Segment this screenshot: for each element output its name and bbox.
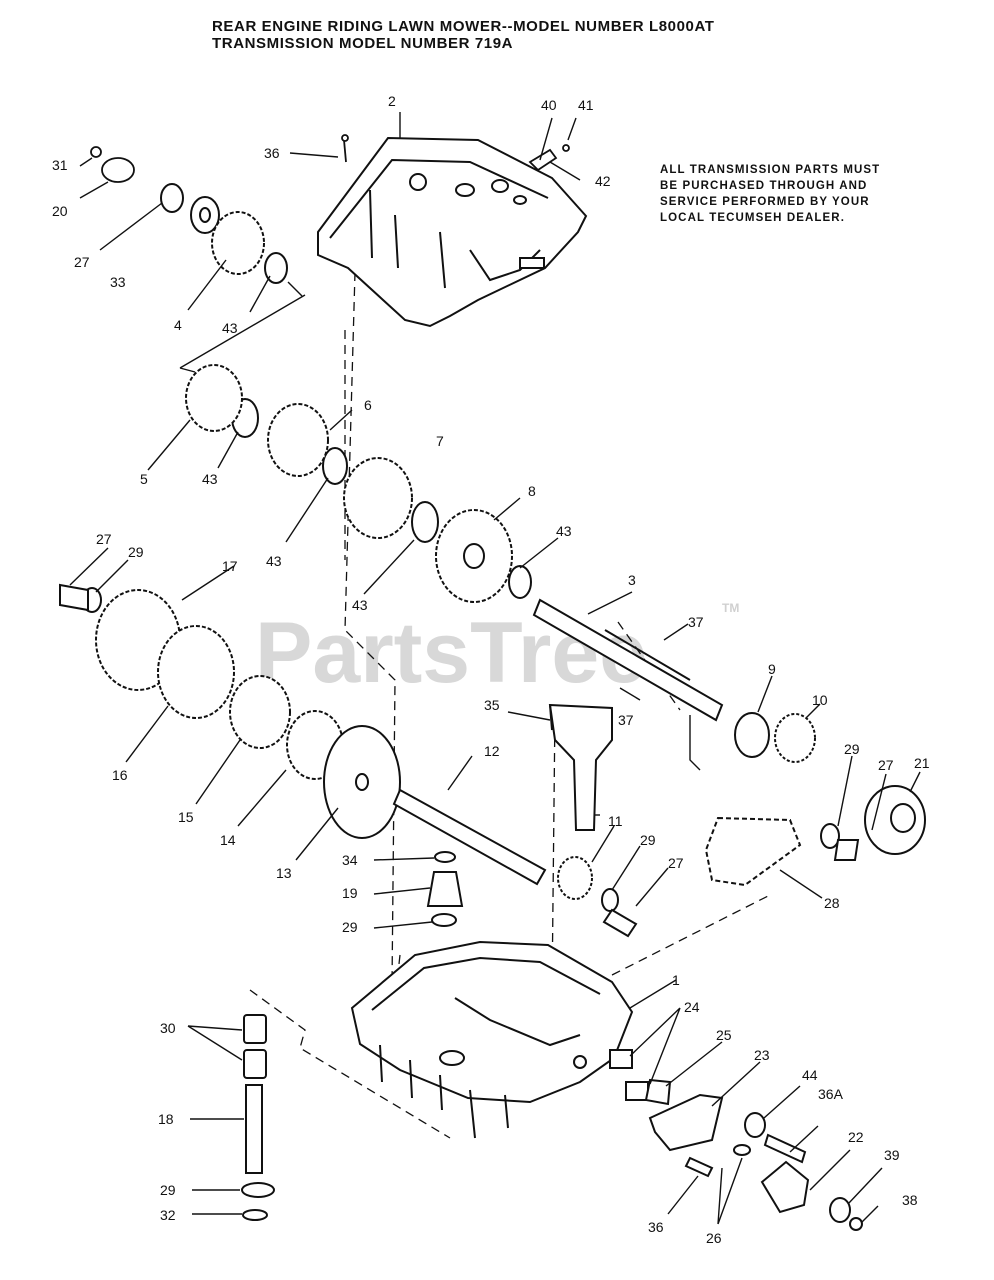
callout-27-right: 27 xyxy=(878,757,894,773)
callout-14: 14 xyxy=(220,832,236,848)
part-transmission-case xyxy=(350,940,634,1139)
note-line-4: LOCAL TECUMSEH DEALER. xyxy=(660,212,845,224)
callout-39: 39 xyxy=(884,1147,900,1163)
callout-43-b: 43 xyxy=(202,471,218,487)
callout-31: 31 xyxy=(52,157,68,173)
callout-13: 13 xyxy=(276,865,292,881)
part-lower-hardware xyxy=(243,1014,810,1214)
callout-36-top: 36 xyxy=(264,145,280,161)
callout-2: 2 xyxy=(388,93,396,109)
note-line-1: ALL TRANSMISSION PARTS MUST xyxy=(660,164,881,176)
callout-11: 11 xyxy=(608,813,623,829)
part-gears xyxy=(95,211,816,900)
callout-17: 17 xyxy=(222,558,238,574)
callout-32: 32 xyxy=(160,1207,176,1223)
callout-9: 9 xyxy=(768,661,776,677)
callout-5: 5 xyxy=(140,471,148,487)
callout-43-e: 43 xyxy=(352,597,368,613)
callout-37-a: 37 xyxy=(688,614,704,630)
callout-19: 19 xyxy=(342,885,358,901)
callout-37-b: 37 xyxy=(618,712,634,728)
callout-29-bottom: 29 xyxy=(160,1182,176,1198)
part-washers xyxy=(82,183,863,1231)
callout-30: 30 xyxy=(160,1020,176,1036)
callout-7: 7 xyxy=(436,433,444,449)
diagram-title: REAR ENGINE RIDING LAWN MOWER--MODEL NUM… xyxy=(212,18,715,52)
callout-28: 28 xyxy=(824,895,840,911)
callout-44: 44 xyxy=(802,1067,818,1083)
callout-12: 12 xyxy=(484,743,500,759)
part-transmission-cover xyxy=(317,136,588,328)
callout-41: 41 xyxy=(578,97,594,113)
callout-22: 22 xyxy=(848,1129,864,1145)
callout-33: 33 xyxy=(110,274,126,290)
callout-42: 42 xyxy=(595,173,611,189)
callout-27-mid: 27 xyxy=(668,855,684,871)
callout-20: 20 xyxy=(52,203,68,219)
part-top-hardware xyxy=(90,134,570,183)
callout-38: 38 xyxy=(902,1192,918,1208)
title-line-1: REAR ENGINE RIDING LAWN MOWER--MODEL NUM… xyxy=(212,18,715,35)
dealer-note: ALL TRANSMISSION PARTS MUST BE PURCHASED… xyxy=(660,162,880,226)
callout-15: 15 xyxy=(178,809,194,825)
watermark-tm: TM xyxy=(722,601,739,615)
callout-34: 34 xyxy=(342,852,358,868)
callout-29-mid: 29 xyxy=(640,832,656,848)
watermark: PartsTree TM xyxy=(255,601,739,701)
callout-3: 3 xyxy=(628,572,636,588)
callout-1: 1 xyxy=(672,972,680,988)
callout-18: 18 xyxy=(158,1111,174,1127)
watermark-text: PartsTree xyxy=(255,605,647,701)
callout-40: 40 xyxy=(541,97,557,113)
callout-26: 26 xyxy=(706,1230,722,1246)
callout-29-left: 29 xyxy=(128,544,144,560)
callout-43-a: 43 xyxy=(222,320,238,336)
callout-25: 25 xyxy=(716,1027,732,1043)
callout-36-bottom: 36 xyxy=(648,1219,664,1235)
callout-labels: 2 40 41 36 42 31 20 27 33 4 43 6 7 5 43 … xyxy=(52,93,930,1246)
callout-27-top: 27 xyxy=(74,254,90,270)
callout-24: 24 xyxy=(684,999,700,1015)
callout-10: 10 xyxy=(812,692,828,708)
callout-27-left: 27 xyxy=(96,531,112,547)
title-line-2: TRANSMISSION MODEL NUMBER 719A xyxy=(212,35,514,52)
callout-43-c: 43 xyxy=(266,553,282,569)
callout-6: 6 xyxy=(364,397,372,413)
callout-leader-lines xyxy=(69,112,921,1225)
callout-29-lower: 29 xyxy=(342,919,358,935)
callout-23: 23 xyxy=(754,1047,770,1063)
callout-36A: 36A xyxy=(818,1086,844,1102)
callout-8: 8 xyxy=(528,483,536,499)
callout-43-d: 43 xyxy=(556,523,572,539)
note-line-2: BE PURCHASED THROUGH AND xyxy=(660,180,868,192)
callout-35: 35 xyxy=(484,697,500,713)
callout-4: 4 xyxy=(174,317,182,333)
callout-16: 16 xyxy=(112,767,128,783)
part-shafts-bearings xyxy=(59,583,926,938)
callout-21: 21 xyxy=(914,755,930,771)
note-line-3: SERVICE PERFORMED BY YOUR xyxy=(660,196,870,208)
callout-29-right: 29 xyxy=(844,741,860,757)
